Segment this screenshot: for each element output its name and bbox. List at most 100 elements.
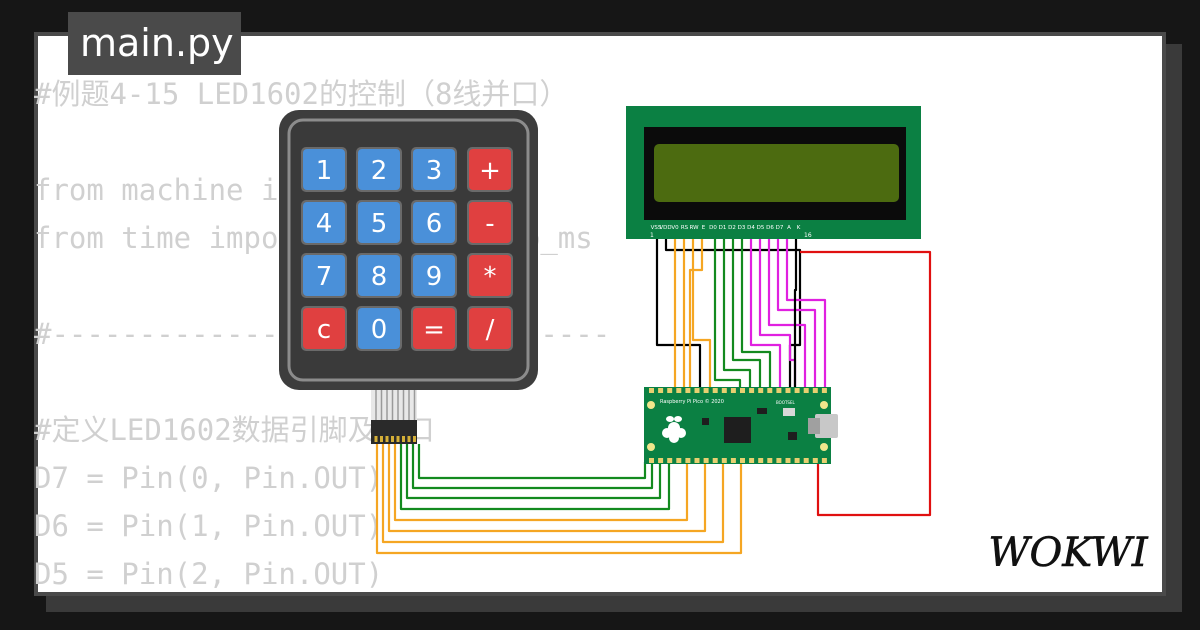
wire xyxy=(387,444,707,533)
header-pin xyxy=(380,436,383,442)
header-pin xyxy=(385,436,389,442)
pico-component xyxy=(702,418,709,425)
pico-pin xyxy=(676,388,682,393)
file-tab[interactable]: main.py xyxy=(68,12,241,75)
wire xyxy=(417,444,647,480)
key-operator[interactable]: c xyxy=(301,306,347,351)
key-digit[interactable]: 1 xyxy=(301,147,347,192)
key-cap xyxy=(469,149,511,190)
pico-pin xyxy=(658,458,664,463)
header-pin xyxy=(374,436,378,442)
usb-port xyxy=(815,414,838,438)
key-label: * xyxy=(484,262,497,292)
key-operator[interactable]: * xyxy=(467,253,513,298)
pico-component xyxy=(757,408,767,414)
wire xyxy=(375,444,743,555)
wokwi-logo: WOKWI xyxy=(988,530,1149,577)
lcd-pin-label: K xyxy=(797,225,801,231)
pico-pin xyxy=(767,458,773,463)
wire xyxy=(800,250,932,517)
key-cap xyxy=(469,202,511,243)
pico-pin xyxy=(667,458,673,463)
pico-pin xyxy=(803,388,809,393)
key-label: 5 xyxy=(371,209,388,239)
pico-mount-hole xyxy=(647,401,655,409)
lcd-pin-label: D0 xyxy=(709,225,717,231)
key-label: + xyxy=(479,156,501,186)
pico-pin xyxy=(676,458,682,463)
lcd-pin-label: E xyxy=(702,225,706,231)
wire xyxy=(731,232,762,390)
lcd-pin-first-label: 1 xyxy=(650,232,654,239)
bootsel-button[interactable] xyxy=(783,408,795,416)
lcd-screen xyxy=(654,144,899,202)
key-operator[interactable]: = xyxy=(411,306,457,351)
pico-pin xyxy=(812,388,818,393)
key-digit[interactable]: 7 xyxy=(301,253,347,298)
pico-pin xyxy=(821,458,827,463)
key-label: 9 xyxy=(426,262,443,292)
keypad-ribbon-lines xyxy=(375,390,416,420)
key-digit[interactable]: 5 xyxy=(356,200,402,245)
pico-pin xyxy=(767,388,773,393)
key-label: = xyxy=(423,315,445,345)
key-label: 6 xyxy=(426,209,443,239)
wire xyxy=(393,444,689,522)
code-line[interactable]: #定义LED1602数据引脚及端口 xyxy=(34,413,435,447)
key-cap xyxy=(413,308,455,349)
pico-pin xyxy=(776,388,782,393)
pico-component xyxy=(788,432,797,440)
pico-silkscreen: Raspberry Pi Pico © 2020 xyxy=(660,398,724,405)
key-cap xyxy=(358,202,400,243)
header-pin xyxy=(396,436,400,442)
pico-pin xyxy=(785,388,791,393)
usb-port-inner xyxy=(808,418,820,434)
wire xyxy=(793,232,798,390)
pico-pin xyxy=(749,458,755,463)
key-digit[interactable]: 2 xyxy=(356,147,402,192)
key-digit[interactable]: 3 xyxy=(411,147,457,192)
key-cap xyxy=(358,308,400,349)
code-line[interactable]: D6 = Pin(1, Pin.OUT) xyxy=(34,509,384,543)
key-digit[interactable]: 0 xyxy=(356,306,402,351)
key-label: 8 xyxy=(371,262,388,292)
key-cap xyxy=(413,255,455,296)
key-cap xyxy=(303,149,345,190)
pico-pin xyxy=(721,388,727,393)
key-cap xyxy=(303,308,345,349)
key-cap xyxy=(358,149,400,190)
lcd-pin-label: D5 xyxy=(757,225,765,231)
code-line[interactable]: #例题4-15 LED1602的控制（8线并口） xyxy=(34,77,569,111)
wire xyxy=(740,232,772,390)
header-pin xyxy=(391,436,394,442)
lcd-pin-label: VSS xyxy=(651,225,662,231)
code-editor-panel xyxy=(34,32,1166,596)
key-digit[interactable]: 8 xyxy=(356,253,402,298)
lcd-pin-label: VDD xyxy=(659,225,671,231)
key-digit[interactable]: 6 xyxy=(411,200,457,245)
pico-pin xyxy=(740,458,745,463)
code-line[interactable]: D7 = Pin(0, Pin.OUT) xyxy=(34,461,384,495)
pico-pin xyxy=(703,458,709,463)
pico-pin xyxy=(712,458,718,463)
key-digit[interactable]: 4 xyxy=(301,200,347,245)
key-label: c xyxy=(317,315,331,345)
key-operator[interactable]: - xyxy=(467,200,513,245)
pico-pin xyxy=(685,458,691,463)
wire xyxy=(713,232,742,390)
key-operator[interactable]: + xyxy=(467,147,513,192)
raspberry-pi-pico[interactable]: Raspberry Pi Pico © 2020 BOOTSEL xyxy=(644,387,838,464)
pico-pin xyxy=(712,388,718,393)
code-line[interactable]: D5 = Pin(2, Pin.OUT) xyxy=(34,557,384,591)
key-operator[interactable]: / xyxy=(467,306,513,351)
header-pin xyxy=(402,436,405,442)
pico-rp2040-chip xyxy=(724,417,751,443)
pico-pin xyxy=(649,458,654,463)
key-digit[interactable]: 9 xyxy=(411,253,457,298)
pico-pin xyxy=(758,388,764,393)
